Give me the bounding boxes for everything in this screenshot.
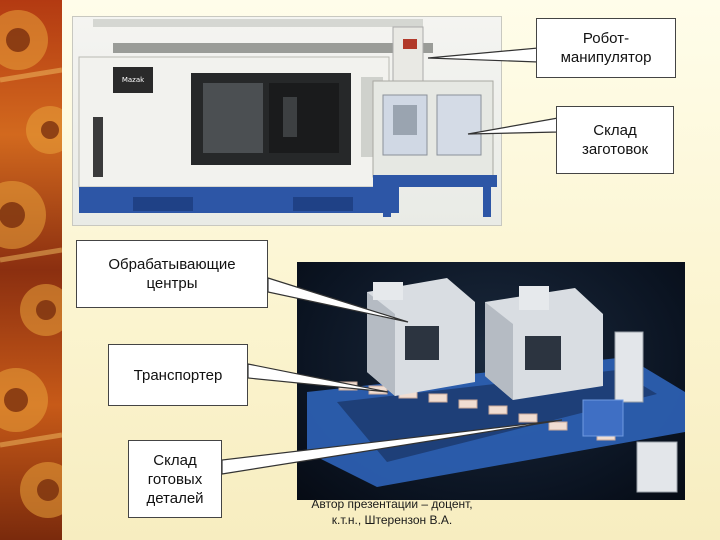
callout-machining-centers-line2: центры	[146, 275, 198, 292]
callout-machining-centers-line1: Обрабатывающие	[108, 256, 236, 273]
callout-blank-storage-line1: Склад	[593, 122, 637, 139]
callout-robot-arm-line2: манипулятор	[560, 49, 652, 66]
callout-conveyor-label: Транспортер	[133, 366, 223, 384]
callout-finished-storage-line3: деталей	[146, 489, 204, 507]
gears-icon	[0, 10, 62, 518]
callout-finished-storage: Склад готовых деталей	[128, 440, 222, 518]
footer-author-line2: к.т.н., Штерензон В.А.	[331, 513, 453, 527]
footer-author-line1: Автор презентации – доцент,	[311, 497, 473, 511]
callout-robot-arm: Робот- манипулятор	[536, 18, 676, 78]
slide-footer: Автор презентации – доцент, к.т.н., Штер…	[294, 496, 490, 528]
svg-text:Mazak: Mazak	[122, 76, 145, 84]
gear-decoration	[0, 0, 62, 540]
callout-blank-storage-line2: заготовок	[581, 141, 649, 158]
machine-photo: Mazak	[72, 16, 502, 226]
callout-conveyor: Транспортер	[108, 344, 248, 406]
callout-robot-arm-line1: Робот-	[582, 30, 630, 47]
callout-finished-storage-line1: Склад	[153, 451, 197, 469]
cell-render	[297, 262, 685, 500]
callout-finished-storage-line2: готовых	[147, 470, 203, 488]
callout-blank-storage: Склад заготовок	[556, 106, 674, 174]
callout-machining-centers: Обрабатывающие центры	[76, 240, 268, 308]
